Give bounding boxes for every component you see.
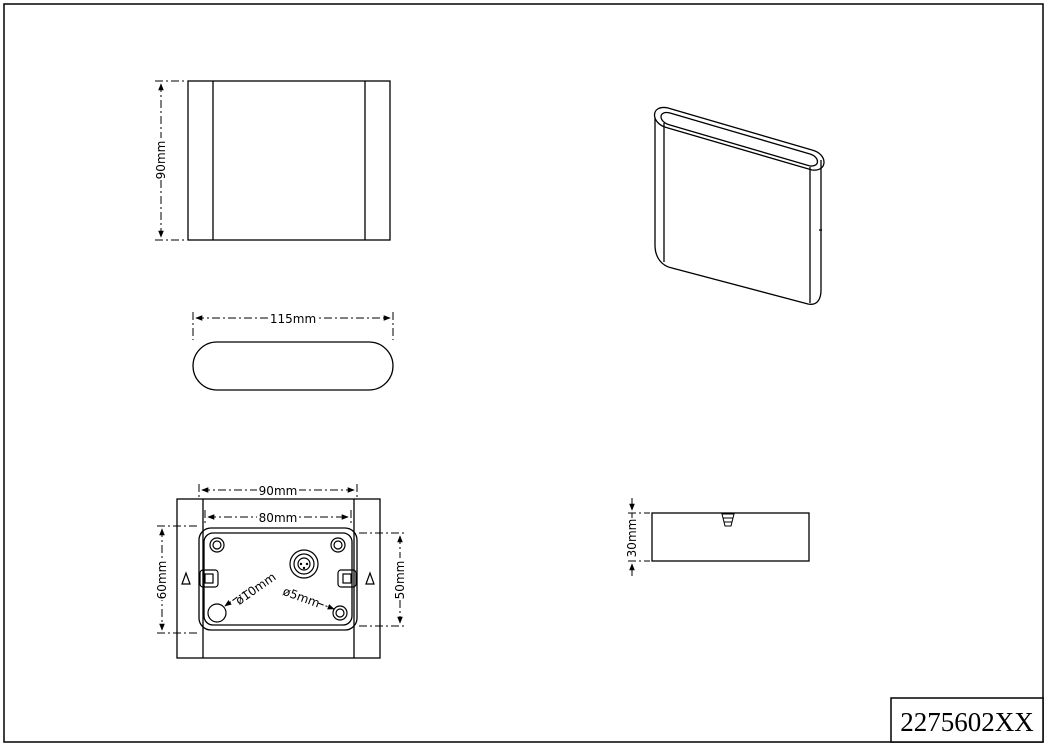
cable-gland-dots: [299, 562, 309, 570]
title-block: [890, 697, 1044, 743]
back-view: [176, 498, 381, 659]
large-hole-bottom-left: [207, 603, 227, 623]
small-hole-bottom-right: [332, 605, 348, 621]
hole-leaders: [224, 589, 335, 610]
front-view: [187, 80, 391, 241]
cable-gland: [289, 549, 319, 579]
side-clips: [181, 569, 375, 588]
back-inner-height-label: 50mm: [393, 561, 407, 600]
mounting-plate: [198, 527, 358, 631]
mounting-holes: [207, 537, 348, 623]
small-hole-label: ø5mm: [281, 584, 322, 610]
back-outer-width-label: 90mm: [259, 484, 298, 498]
side-depth-label: 30mm: [625, 519, 639, 558]
back-inner-width-label: 80mm: [259, 511, 298, 525]
perspective-view: [653, 106, 825, 305]
sheet-border: [3, 3, 1044, 743]
front-height-label: 90mm: [154, 141, 168, 180]
side-view: [651, 512, 810, 562]
large-hole-label: ø10mm: [233, 570, 279, 608]
product-code: 2275602XX: [900, 707, 1034, 737]
back-outer-height-label: 60mm: [155, 561, 169, 600]
small-hole-top-right: [330, 537, 346, 553]
top-width-label: 115mm: [270, 312, 316, 326]
top-view: [192, 341, 394, 391]
side-screw: [721, 513, 735, 527]
small-hole-top-left: [209, 537, 225, 553]
